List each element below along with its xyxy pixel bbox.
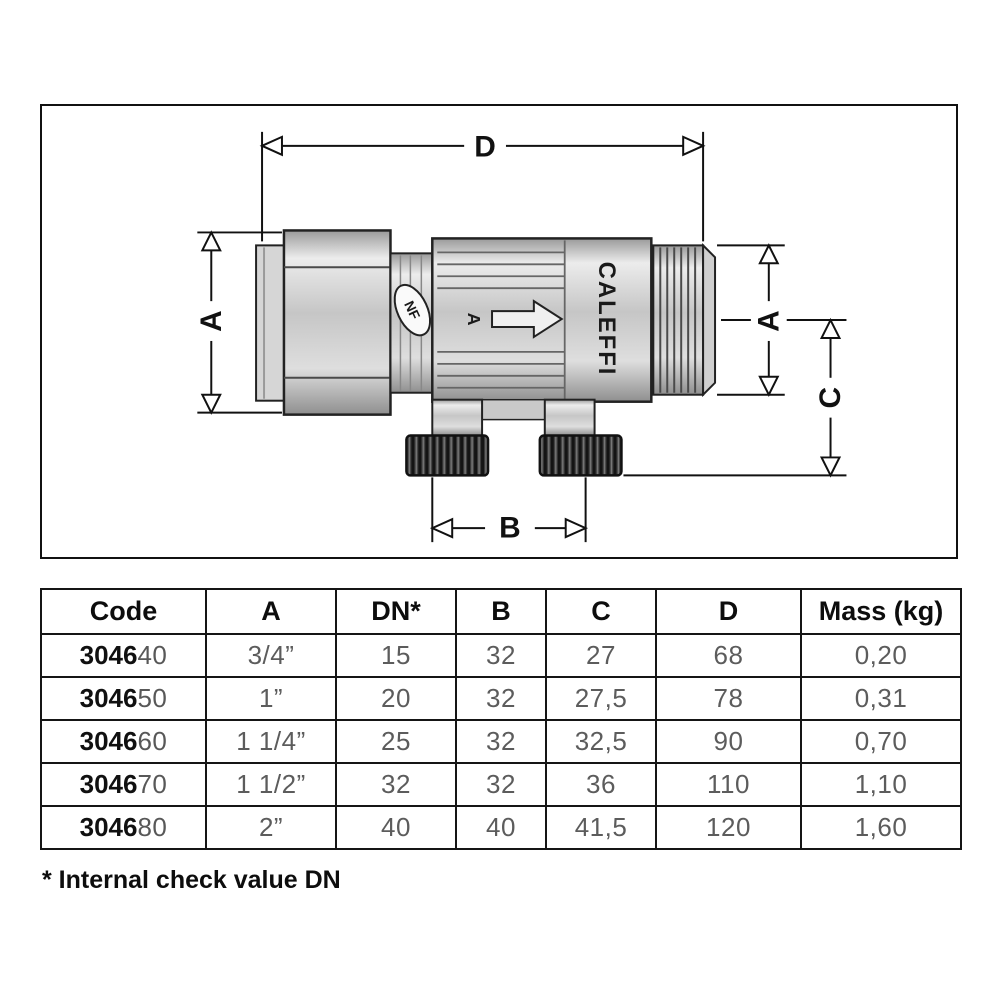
code-prefix: 3046 [79,726,138,756]
nf-mark-label: NF [401,298,423,322]
dim-b-cell: 32 [455,762,547,807]
dim-c-cell: 27,5 [545,676,657,721]
code-prefix: 3046 [79,683,138,713]
mass-cell: 1,60 [800,805,962,850]
code-prefix: 3046 [79,812,138,842]
col-header-a: A [205,588,337,635]
dimension-a-right [717,243,785,397]
dn-cell: 32 [335,762,457,807]
dimension-d [259,131,706,242]
code-suffix: 80 [137,812,168,842]
code-cell: 304660 [40,719,207,764]
code-cell: 304680 [40,805,207,850]
code-cell: 304670 [40,762,207,807]
dimension-a-left-label: A [195,310,228,332]
col-header-d: D [655,588,802,635]
dim-c-cell: 41,5 [545,805,657,850]
dim-c-cell: 27 [545,633,657,678]
body-ribs [437,240,566,400]
size-a-cell: 1 1/2” [205,762,337,807]
code-suffix: 50 [137,683,168,713]
col-header-dn: DN* [335,588,457,635]
left-pipe-end [255,244,285,402]
table-row: 304650 1” 20 32 27,5 78 0,31 [40,676,962,721]
bottom-port-left [431,398,484,437]
mass-cell: 1,10 [800,762,962,807]
valve-dimension-drawing: NF A CALEFFI [195,130,847,545]
dim-c-cell: 36 [545,762,657,807]
brand-label: CALEFFI [593,262,620,377]
union-nut [282,229,392,416]
thread-end-chamfer [702,242,717,398]
col-header-b: B [455,588,547,635]
table-row: 304660 1 1/4” 25 32 32,5 90 0,70 [40,719,962,764]
col-header-mass: Mass (kg) [800,588,962,635]
mass-cell: 0,70 [800,719,962,764]
dn-cell: 40 [335,805,457,850]
col-header-code: Code [40,588,207,635]
check-valve-cap-right [538,434,623,477]
mass-cell: 0,31 [800,676,962,721]
size-a-cell: 3/4” [205,633,337,678]
dimension-d-label: D [474,130,496,163]
size-a-cell: 1” [205,676,337,721]
table-row: 304670 1 1/2” 32 32 36 110 1,10 [40,762,962,807]
col-header-c: C [545,588,657,635]
dim-d-cell: 68 [655,633,802,678]
flow-letter-label: A [464,313,484,326]
dim-d-cell: 110 [655,762,802,807]
dimension-b-label: B [499,512,521,545]
dn-cell: 15 [335,633,457,678]
flow-direction-arrow-icon [491,299,564,339]
footnote-internal-check: * Internal check value DN [42,866,341,894]
size-a-cell: 2” [205,805,337,850]
dim-b-cell: 32 [455,633,547,678]
dimension-a-right-label: A [752,310,785,332]
dim-b-cell: 32 [455,676,547,721]
size-a-cell: 1 1/4” [205,719,337,764]
dimension-a-left [197,230,282,415]
dim-d-cell: 90 [655,719,802,764]
dim-d-cell: 120 [655,805,802,850]
code-cell: 304640 [40,633,207,678]
specification-table: Code A DN* B C D Mass (kg) 304640 3/4” 1… [40,588,962,850]
dn-cell: 25 [335,719,457,764]
code-suffix: 60 [137,726,168,756]
check-valve-cap-left [405,434,490,477]
dimension-c-label: C [814,387,847,409]
valve-body-drawing: NF A CALEFFI [255,229,717,477]
dimension-b [429,477,589,543]
bottom-port-right [543,398,596,437]
nf-certification-oval [393,283,432,337]
bottom-web [481,398,546,421]
technical-drawing-frame: NF A CALEFFI [40,104,958,559]
code-prefix: 3046 [79,640,138,670]
dim-c-cell: 32,5 [545,719,657,764]
code-suffix: 40 [137,640,168,670]
dimension-c [623,317,847,478]
dim-b-cell: 32 [455,719,547,764]
code-suffix: 70 [137,769,168,799]
table-row: 304640 3/4” 15 32 27 68 0,20 [40,633,962,678]
code-prefix: 3046 [79,769,138,799]
code-cell: 304650 [40,676,207,721]
table-header-row: Code A DN* B C D Mass (kg) [40,588,962,635]
table-row: 304680 2” 40 40 41,5 120 1,60 [40,805,962,850]
dim-d-cell: 78 [655,676,802,721]
dim-b-cell: 40 [455,805,547,850]
thread-lines [659,247,697,393]
dn-cell: 20 [335,676,457,721]
mass-cell: 0,20 [800,633,962,678]
